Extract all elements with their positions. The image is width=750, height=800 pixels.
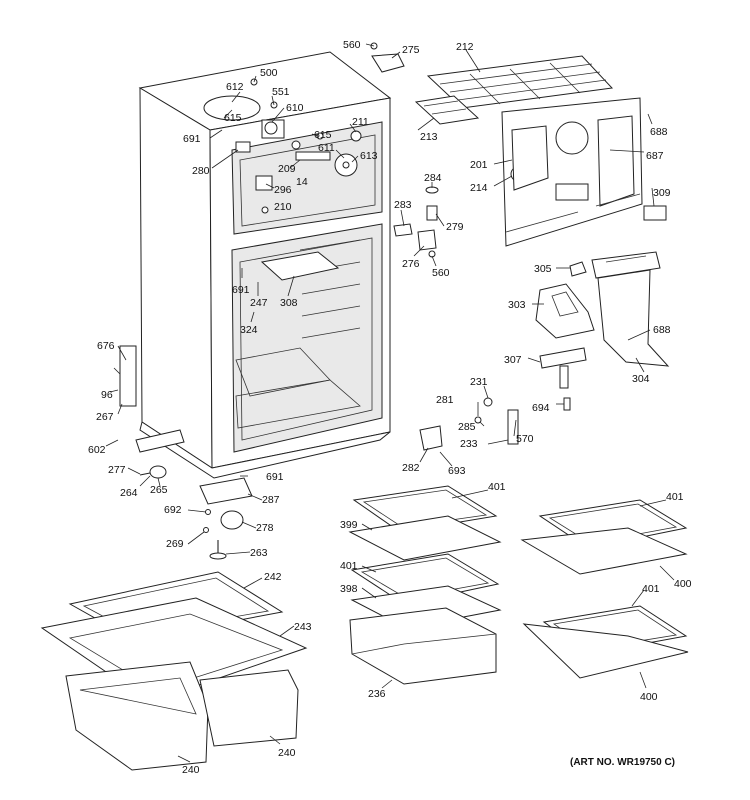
ice-tray [414, 95, 480, 125]
callout-687: 687 [646, 150, 664, 162]
callout-691: 691 [266, 471, 284, 483]
callout-278: 278 [256, 522, 274, 534]
callout-leader-lines [105, 43, 675, 763]
callout-265: 265 [150, 484, 168, 496]
refrigerator-cabinet [119, 51, 392, 479]
callout-324: 324 [240, 324, 258, 336]
callout-285: 285 [458, 421, 476, 433]
callout-612: 612 [226, 81, 244, 93]
callout-560: 560 [343, 39, 361, 51]
callout-551: 551 [272, 86, 290, 98]
callout-214: 214 [470, 182, 488, 194]
callout-14: 14 [296, 176, 308, 188]
callout-398: 398 [340, 583, 358, 595]
callout-602: 602 [88, 444, 106, 456]
air-duct-assembly [569, 251, 670, 367]
callout-615: 615 [314, 129, 332, 141]
callout-264: 264 [120, 487, 138, 499]
callout-281: 281 [436, 394, 454, 406]
callout-308: 308 [280, 297, 298, 309]
callout-691: 691 [232, 284, 250, 296]
callout-240: 240 [278, 747, 296, 759]
callout-307: 307 [504, 354, 522, 366]
callout-279: 279 [446, 221, 464, 233]
callout-694: 694 [532, 402, 550, 414]
callout-282: 282 [402, 462, 420, 474]
callout-280: 280 [192, 165, 210, 177]
callout-570: 570 [516, 433, 534, 445]
callout-693: 693 [448, 465, 466, 477]
callout-610: 610 [286, 102, 304, 114]
callout-692: 692 [164, 504, 182, 516]
bracket-275 [370, 42, 405, 73]
callout-400: 400 [674, 578, 692, 590]
callout-688: 688 [650, 126, 668, 138]
callout-613: 613 [360, 150, 378, 162]
glass-shelf-assembly-lower-center [350, 553, 502, 629]
damper-housing-303 [535, 283, 595, 339]
bracket-307 [539, 347, 587, 389]
callout-401: 401 [642, 583, 660, 595]
callout-277: 277 [108, 464, 126, 476]
callout-303: 303 [508, 299, 526, 311]
glass-shelf-assembly-upper-right [520, 499, 688, 575]
callout-242: 242 [264, 571, 282, 583]
callout-211: 211 [352, 116, 369, 128]
callout-240: 240 [182, 764, 200, 776]
crisper-drawer-center [349, 607, 497, 685]
callout-615: 615 [224, 112, 242, 124]
center-hinge-parts [419, 397, 571, 451]
crisper-pan-left [65, 661, 209, 771]
callout-276: 276 [402, 258, 420, 270]
callout-213: 213 [420, 131, 438, 143]
callout-236: 236 [368, 688, 386, 700]
callout-676: 676 [97, 340, 115, 352]
callout-688: 688 [653, 324, 671, 336]
callout-287: 287 [262, 494, 280, 506]
callout-401: 401 [340, 560, 358, 572]
callout-305: 305 [534, 263, 552, 275]
callout-296: 296 [274, 184, 292, 196]
callout-267: 267 [96, 411, 114, 423]
crisper-pan-right [199, 669, 299, 747]
callout-275: 275 [402, 44, 420, 56]
callout-96: 96 [101, 389, 113, 401]
callout-284: 284 [424, 172, 442, 184]
callout-233: 233 [460, 438, 478, 450]
evaporator-cover-panel [501, 97, 667, 247]
callout-401: 401 [666, 491, 684, 503]
callout-269: 269 [166, 538, 184, 550]
callout-201: 201 [470, 159, 488, 171]
callout-210: 210 [274, 201, 292, 213]
callout-247: 247 [250, 297, 268, 309]
glass-shelf-assembly-upper-center [348, 485, 502, 561]
bottom-hinge-roller-parts [135, 429, 253, 560]
art-number-caption: (ART NO. WR19750 C) [570, 757, 676, 768]
callout-309: 309 [653, 187, 671, 199]
callout-243: 243 [294, 621, 312, 633]
callout-399: 399 [340, 519, 358, 531]
callout-400: 400 [640, 691, 658, 703]
callout-212: 212 [456, 41, 474, 53]
callout-231: 231 [470, 376, 488, 388]
callout-304: 304 [632, 373, 650, 385]
damper-parts [393, 186, 439, 258]
callout-283: 283 [394, 199, 412, 211]
glass-shelf-assembly-lower-right [522, 605, 689, 679]
freezer-control-parts [203, 78, 362, 214]
callout-500: 500 [260, 67, 278, 79]
callout-560: 560 [432, 267, 450, 279]
callout-263: 263 [250, 547, 268, 559]
callout-401: 401 [488, 481, 506, 493]
callout-209: 209 [278, 163, 296, 175]
callout-691: 691 [183, 133, 201, 145]
callout-labels: 560 275 212 500 612 551 610 615 691 211 … [88, 39, 692, 776]
callout-611: 611 [318, 142, 335, 154]
